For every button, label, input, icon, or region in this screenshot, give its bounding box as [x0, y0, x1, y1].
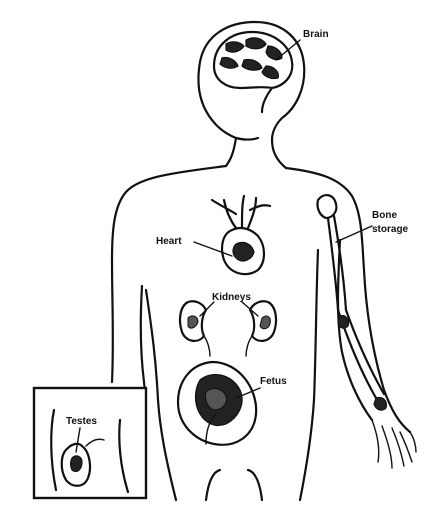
kidneys-label: Kidneys: [212, 292, 251, 303]
heart-label: Heart: [156, 236, 182, 247]
testes-label: Testes: [66, 416, 97, 427]
heart-leader-line: [194, 242, 232, 256]
testes-inset: [34, 388, 146, 498]
bone-storage-label-line2: storage: [372, 224, 409, 235]
bone-storage-leader-line: [336, 226, 372, 242]
brain-label: Brain: [303, 29, 329, 40]
fetus-illustration: [178, 362, 256, 445]
brain-illustration: [214, 32, 292, 112]
bone-storage-label-line1: Bone: [372, 210, 397, 221]
brain-leader-line: [276, 40, 300, 60]
heart-illustration: [212, 196, 270, 274]
fetus-label: Fetus: [260, 376, 287, 387]
kidneys-illustration: [180, 301, 276, 356]
